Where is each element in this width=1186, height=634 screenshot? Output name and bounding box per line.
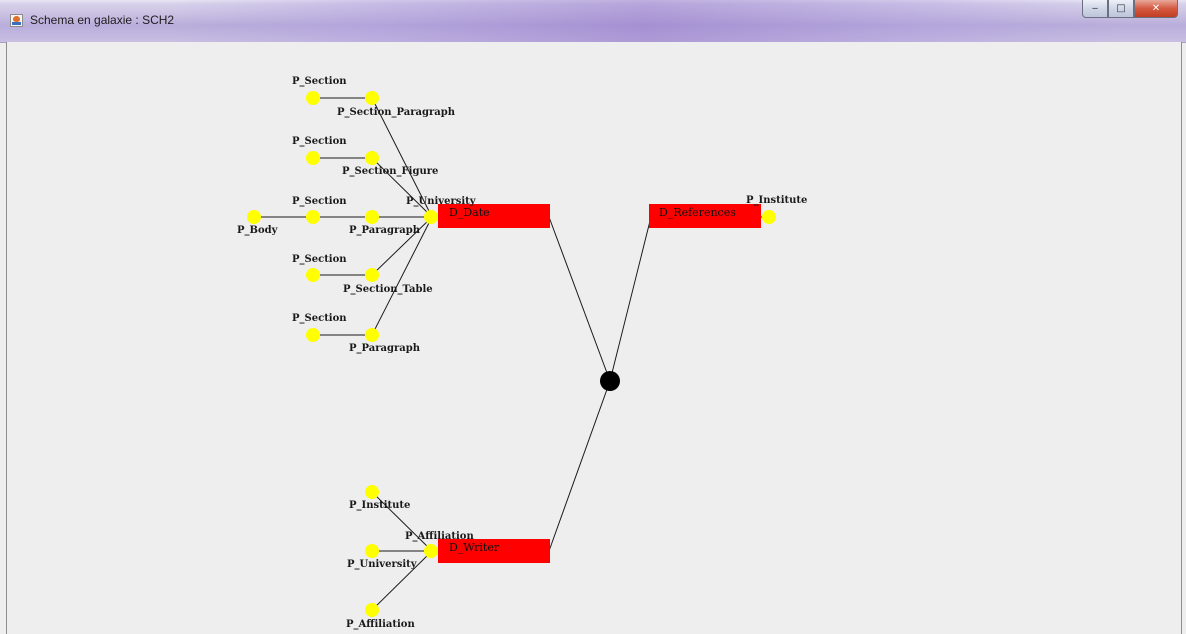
param-label: P_Section	[292, 254, 347, 265]
param-node[interactable]	[365, 544, 379, 558]
java-app-icon	[10, 14, 23, 27]
param-node[interactable]	[247, 210, 261, 224]
minimize-button[interactable]: ‒	[1082, 0, 1108, 18]
param-label: P_Paragraph	[349, 225, 421, 236]
dimension-writer[interactable]	[438, 539, 550, 563]
edge	[371, 550, 433, 611]
edge	[548, 216, 611, 382]
param-node[interactable]	[306, 151, 320, 165]
dimension-references[interactable]	[649, 204, 761, 228]
param-label: P_Section_Figure	[342, 166, 438, 177]
dimension-date[interactable]	[438, 204, 550, 228]
param-label: P_Section	[292, 196, 347, 207]
window-titlebar: Schema en galaxie : SCH2 ‒ □ ✕	[0, 0, 1186, 43]
param-label: P_Section	[292, 136, 347, 147]
param-node[interactable]	[306, 328, 320, 342]
param-node[interactable]	[365, 268, 379, 282]
edge	[371, 216, 433, 336]
param-label: P_University	[347, 559, 418, 570]
window-controls: ‒ □ ✕	[1082, 0, 1178, 20]
param-node[interactable]	[365, 328, 379, 342]
edges	[254, 97, 769, 611]
param-node[interactable]	[424, 544, 438, 558]
edge	[371, 97, 433, 218]
param-node[interactable]	[365, 91, 379, 105]
edge	[371, 216, 433, 276]
param-label: P_Affiliation	[405, 531, 474, 542]
edge	[371, 491, 433, 552]
param-label: P_Body	[237, 225, 279, 236]
param-label: P_Section	[292, 313, 347, 324]
titlebar-background	[170, 0, 1120, 42]
edge	[371, 157, 433, 218]
param-label: P_Section	[292, 76, 347, 87]
param-label: P_Paragraph	[349, 343, 421, 354]
param-label: P_Section_Table	[343, 284, 433, 295]
param-node[interactable]	[365, 210, 379, 224]
param-label: P_Institute	[349, 500, 410, 511]
param-node[interactable]	[365, 603, 379, 617]
parameter-nodes	[247, 91, 776, 617]
dimension-label-date: D_Date	[449, 206, 490, 219]
param-label: P_Institute	[746, 195, 807, 206]
maximize-button[interactable]: □	[1108, 0, 1134, 18]
param-label: P_Affiliation	[346, 619, 415, 630]
dimension-label-writer: D_Writer	[449, 541, 500, 554]
dimension-label-references: D_References	[659, 206, 736, 219]
param-node[interactable]	[306, 210, 320, 224]
param-node[interactable]	[424, 210, 438, 224]
param-node[interactable]	[365, 151, 379, 165]
edge	[609, 216, 652, 382]
close-button[interactable]: ✕	[1134, 0, 1178, 18]
param-label: P_Section_Paragraph	[337, 107, 456, 118]
param-label: P_University	[406, 196, 477, 207]
param-node[interactable]	[306, 268, 320, 282]
window-title: Schema en galaxie : SCH2	[30, 13, 175, 27]
param-node[interactable]	[306, 91, 320, 105]
edge	[548, 380, 611, 552]
param-node[interactable]	[762, 210, 776, 224]
fact-node[interactable]	[600, 371, 620, 391]
param-node[interactable]	[365, 485, 379, 499]
